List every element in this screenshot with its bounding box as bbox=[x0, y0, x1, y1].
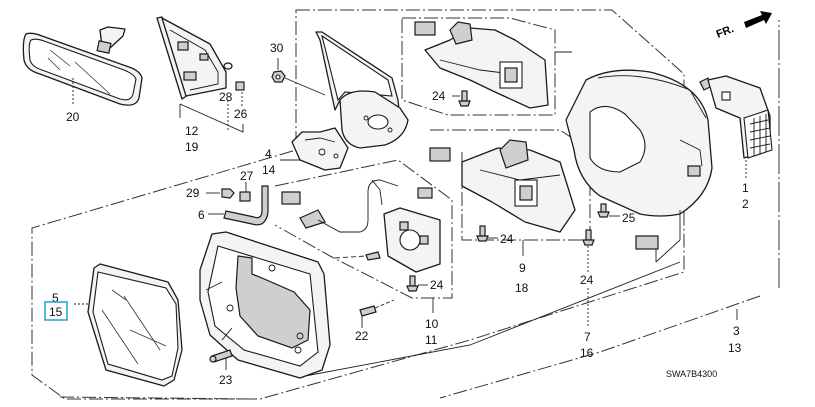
callout-19: 19 bbox=[185, 140, 199, 154]
screw-25[interactable] bbox=[597, 203, 620, 218]
callout-25: 25 bbox=[622, 211, 636, 225]
mirror-actuator-lower[interactable] bbox=[429, 129, 591, 256]
callout-10: 10 bbox=[425, 317, 439, 331]
callout-14: 14 bbox=[262, 163, 276, 177]
bolt-24-actuator-lower[interactable] bbox=[476, 225, 498, 242]
highlight-box-15 bbox=[44, 301, 68, 321]
front-direction-indicator: FR. bbox=[715, 11, 772, 41]
callout-1: 1 bbox=[742, 181, 749, 195]
callout-11: 11 bbox=[425, 333, 438, 347]
bolt-24-harness[interactable] bbox=[406, 275, 428, 292]
callout-27: 27 bbox=[240, 169, 254, 183]
screw-23[interactable] bbox=[209, 349, 233, 370]
callout-6: 6 bbox=[198, 208, 205, 222]
bolt-24-actuator-upper[interactable] bbox=[452, 90, 471, 107]
callout-13: 13 bbox=[728, 341, 742, 355]
callout-5: 5 bbox=[52, 291, 59, 305]
drawing-code: SWA7B4300 bbox=[666, 369, 717, 379]
callout-26: 26 bbox=[234, 107, 248, 121]
callout-12: 12 bbox=[185, 124, 199, 138]
mirror-base-bracket[interactable] bbox=[315, 31, 409, 149]
callout-30: 30 bbox=[270, 41, 284, 55]
mirror-glass[interactable] bbox=[74, 263, 183, 387]
clip-26[interactable] bbox=[235, 81, 245, 106]
mirror-housing[interactable] bbox=[565, 69, 713, 240]
callout-7: 7 bbox=[584, 330, 591, 344]
callout-29: 29 bbox=[186, 186, 200, 200]
side-turn-signal-lamp[interactable] bbox=[699, 75, 773, 178]
bolt-24-skull-cap[interactable] bbox=[582, 229, 595, 326]
rearview-mirror[interactable] bbox=[22, 26, 143, 106]
callout-9: 9 bbox=[519, 261, 526, 275]
mirror-holder-frame[interactable] bbox=[199, 231, 331, 379]
mirror-corner-cover[interactable] bbox=[156, 16, 244, 133]
callout-23: 23 bbox=[219, 373, 233, 387]
mirror-actuator-harness[interactable] bbox=[274, 159, 453, 313]
callout-24-actuator-lower: 24 bbox=[500, 232, 514, 246]
screw-22[interactable] bbox=[359, 299, 395, 328]
callout-24-actuator-upper: 24 bbox=[432, 89, 446, 103]
callout-15[interactable]: 15 bbox=[49, 305, 63, 319]
screw-harness-mount[interactable] bbox=[334, 251, 381, 261]
assembly-outline bbox=[31, 9, 685, 400]
nut-30[interactable] bbox=[271, 58, 326, 96]
callout-18: 18 bbox=[515, 281, 529, 295]
harness-grommet[interactable] bbox=[208, 185, 269, 226]
mirror-base-gasket[interactable] bbox=[280, 127, 349, 171]
screw-29[interactable] bbox=[206, 188, 235, 199]
callout-2: 2 bbox=[742, 197, 749, 211]
callout-22: 22 bbox=[355, 329, 369, 343]
callout-28: 28 bbox=[219, 90, 233, 104]
callout-24-skull-cap: 24 bbox=[580, 273, 594, 287]
fr-label: FR. bbox=[715, 23, 736, 41]
callout-24-harness: 24 bbox=[430, 278, 444, 292]
callout-4: 4 bbox=[265, 147, 272, 161]
callout-16: 16 bbox=[580, 346, 594, 360]
clip-27[interactable] bbox=[239, 182, 251, 202]
mirror-actuator-upper[interactable] bbox=[401, 17, 572, 116]
front-arrow-icon bbox=[744, 11, 772, 28]
callout-20: 20 bbox=[66, 110, 80, 124]
housing-connector[interactable] bbox=[635, 235, 659, 262]
cap-28[interactable] bbox=[223, 62, 233, 70]
callout-3: 3 bbox=[733, 324, 740, 338]
